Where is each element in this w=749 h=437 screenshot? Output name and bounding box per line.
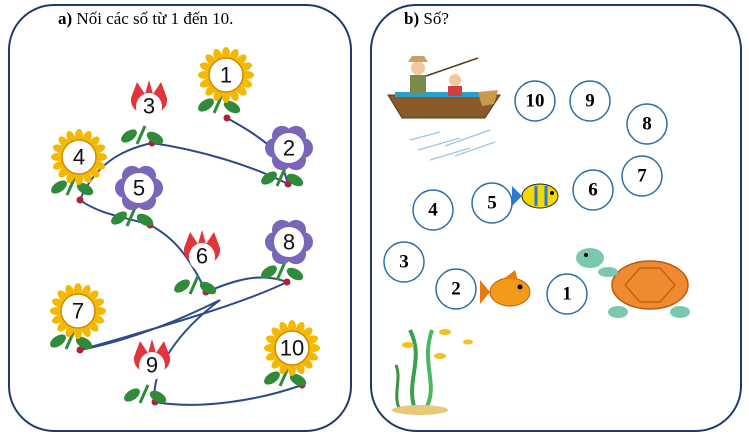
bubble-number: 5 [487, 193, 497, 214]
flower-4: 4 [51, 129, 107, 196]
number-bubble-5: 5 [471, 182, 513, 224]
flower-number: 9 [146, 353, 158, 378]
flower-1: 1 [198, 47, 254, 114]
flower-9: 9 [124, 339, 171, 404]
number-bubble-2: 2 [435, 268, 477, 310]
turtle-icon [576, 248, 690, 318]
seaweed-icon [392, 329, 473, 415]
part-b-label: b) [404, 9, 420, 28]
fishing-boat-icon [387, 56, 501, 161]
bubble-number: 4 [428, 200, 438, 221]
flower-5: 5 [111, 165, 163, 227]
number-bubble-7: 7 [621, 155, 663, 197]
flower-number: 2 [283, 136, 295, 161]
part-a-title: a) Nối các số từ 1 đến 10. [58, 9, 233, 29]
part-b-title: b) Số? [404, 9, 449, 29]
bubble-number: 1 [562, 284, 572, 305]
flower-number: 3 [143, 94, 155, 119]
flower-number: 4 [73, 145, 85, 170]
bubble-number: 2 [451, 279, 461, 300]
flower-8: 8 [261, 219, 313, 281]
connect-dot [76, 346, 84, 354]
orange-fish-icon [480, 270, 531, 307]
flowers-layer: 1 2 3 4 5 6 7 8 9 10 [50, 47, 320, 404]
yellow-fish-icon [512, 183, 559, 209]
number-bubble-10: 10 [514, 80, 556, 122]
number-bubble-6: 6 [572, 169, 614, 211]
connect-dot [283, 278, 291, 286]
flower-number: 10 [280, 336, 304, 361]
flower-number: 6 [196, 244, 208, 269]
bubble-number: 6 [588, 180, 598, 201]
connect-dot [223, 114, 231, 122]
number-bubble-8: 8 [626, 103, 668, 145]
flower-10: 10 [264, 320, 320, 387]
bubble-number: 10 [526, 91, 545, 112]
part-b-instruction: Số? [423, 9, 449, 28]
part-a-instruction: Nối các số từ 1 đến 10. [76, 9, 234, 28]
flower-number: 5 [133, 176, 145, 201]
bubble-number: 3 [399, 252, 409, 273]
flower-number: 8 [283, 230, 295, 255]
bubbles-layer: 10 9 8 7 6 5 4 3 2 1 [383, 80, 668, 315]
bubble-number: 9 [585, 91, 595, 112]
flower-number: 1 [220, 63, 232, 88]
flower-2: 2 [261, 125, 313, 187]
flower-number: 7 [72, 299, 84, 324]
connect-dot [76, 196, 84, 204]
part-a-label: a) [58, 9, 73, 28]
number-bubble-9: 9 [569, 80, 611, 122]
flower-7: 7 [50, 283, 106, 350]
flower-6: 6 [174, 230, 221, 295]
number-bubble-1: 1 [546, 273, 588, 315]
bubble-number: 8 [642, 114, 652, 135]
number-bubble-3: 3 [383, 241, 425, 283]
flower-3: 3 [121, 80, 168, 145]
number-bubble-4: 4 [412, 189, 454, 231]
bubble-number: 7 [637, 166, 647, 187]
